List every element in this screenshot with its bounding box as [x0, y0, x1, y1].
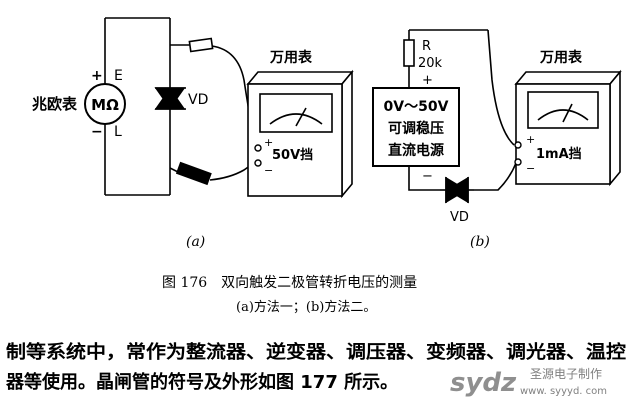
- meter-plus-a: +: [264, 136, 273, 149]
- watermark-logo: sydz: [450, 368, 517, 398]
- resistor-label: R: [422, 39, 431, 54]
- terminal-e: E: [114, 68, 123, 84]
- multimeter-b: [514, 69, 622, 187]
- ohmmeter-plus: +: [91, 68, 103, 84]
- ohmmeter-minus: −: [91, 124, 103, 140]
- range-label-a: 50V挡: [272, 147, 313, 163]
- meter-plus-b: +: [526, 133, 535, 146]
- watermark: sydz 圣源电子制作 www. syyyd. com: [450, 367, 607, 398]
- caption-title: 图 176 双向触发二极管转折电压的测量: [162, 275, 417, 291]
- diagram-b: [408, 29, 517, 191]
- diac-symbol-b: [440, 176, 474, 204]
- wire-to-probe-bottom: [169, 167, 179, 173]
- meter-jack-plus-b: [514, 141, 522, 149]
- supply-line3: 直流电源: [388, 142, 444, 159]
- meter-dial-a: [259, 93, 333, 133]
- wire-b-to-meter-plus: [487, 29, 515, 146]
- probe-top: [188, 37, 214, 53]
- wire-b-to-meter-minus: [474, 162, 517, 191]
- diode-label-a: VD: [188, 92, 208, 108]
- supply-minus: −: [422, 169, 433, 184]
- ohmmeter-symbol: MΩ: [91, 96, 119, 114]
- wire-b-bottom-left: [408, 166, 440, 191]
- multimeter-a: [246, 69, 354, 199]
- dc-supply-box: [372, 87, 460, 167]
- body-line-1: 制等系统中，常作为整流器、逆变器、调压器、变频器、调光器、温控: [6, 341, 626, 363]
- ohmmeter-label: 兆欧表: [32, 95, 78, 113]
- supply-plus: +: [422, 73, 433, 88]
- ohmmeter-circle: [84, 83, 126, 125]
- meter-jack-minus-b: [514, 158, 522, 166]
- resistor-r: [403, 39, 415, 67]
- body-line-2: 器等使用。晶闸管的符号及外形如图 177 所示。: [5, 371, 398, 393]
- meter-title-b: 万用表: [539, 49, 583, 66]
- diac-symbol-a: [154, 87, 186, 110]
- tag-a: (a): [186, 234, 205, 250]
- meter-title-a: 万用表: [269, 49, 313, 66]
- terminal-l: L: [114, 124, 122, 140]
- resistor-value: 20k: [418, 56, 443, 71]
- probe-bottom: [175, 161, 212, 186]
- range-label-b: 1mA挡: [536, 146, 582, 162]
- caption-subtitle: (a)方法一；(b)方法二。: [236, 299, 376, 315]
- watermark-url: www. syyyd. com: [520, 386, 607, 397]
- supply-line2: 可调稳压: [388, 120, 444, 137]
- watermark-text: 圣源电子制作: [530, 367, 602, 381]
- supply-line1: 0V～50V: [384, 99, 449, 115]
- meter-minus-b: −: [526, 162, 535, 175]
- diode-label-b: VD: [450, 210, 469, 225]
- meter-jack-plus-a: [254, 144, 262, 152]
- tag-b: (b): [470, 234, 490, 250]
- meter-jack-minus-a: [254, 159, 262, 167]
- meter-minus-a: −: [264, 164, 273, 177]
